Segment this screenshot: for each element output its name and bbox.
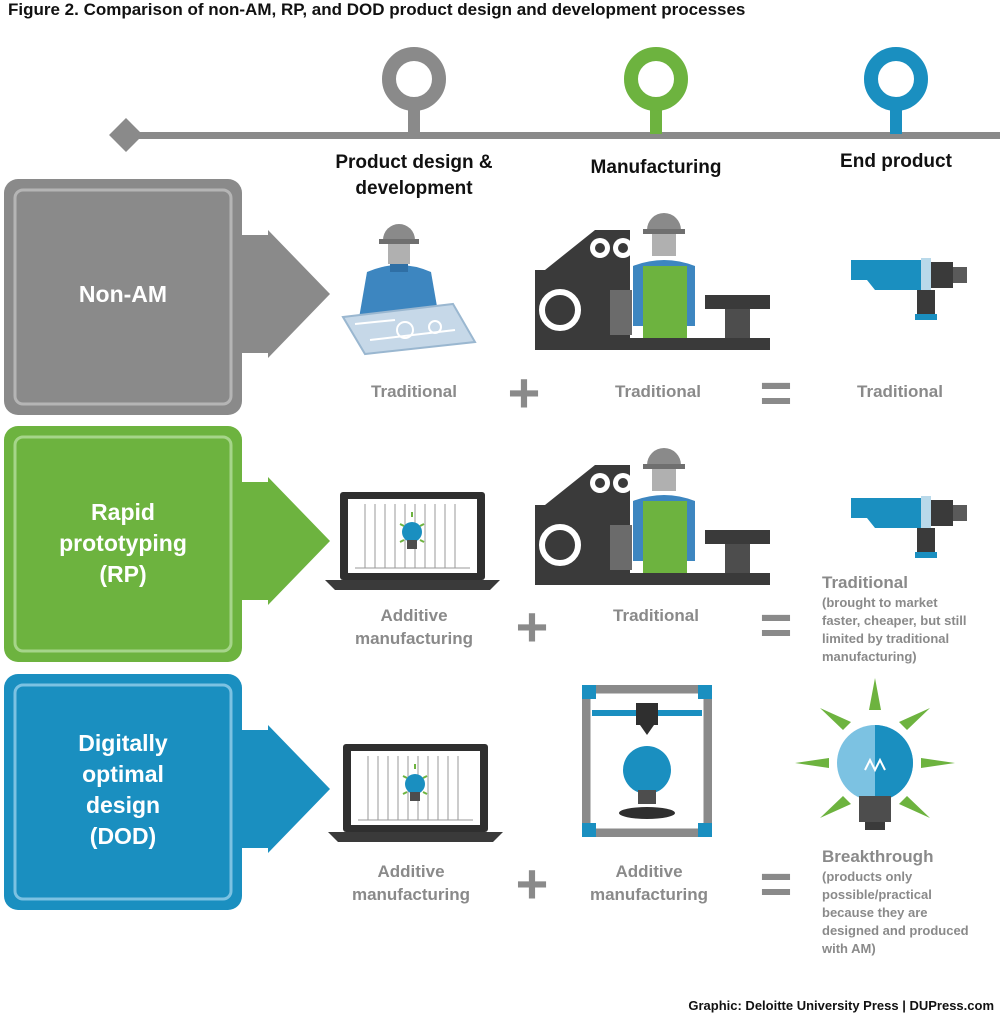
column-header-manufacturing: Manufacturing — [590, 157, 722, 178]
equals-sign-dod: = — [759, 852, 793, 915]
timeline-line — [130, 132, 1000, 139]
laptop-design-icon-dod — [328, 744, 503, 842]
plus-sign-non-am: + — [507, 361, 541, 424]
column-header-design: Product design & development — [335, 152, 493, 199]
equals-sign-rp: = — [759, 593, 793, 656]
column-header-end-product: End product — [840, 151, 952, 172]
row-label-non-am: Non-AM — [78, 281, 168, 307]
timeline — [109, 47, 1000, 152]
drill-icon-rp — [851, 496, 967, 558]
timeline-marker-manufacturing — [624, 47, 688, 134]
timeline-marker-design — [382, 47, 446, 134]
3d-printer-icon — [582, 685, 712, 837]
factory-worker-machine-icon-rp — [535, 448, 770, 585]
row-label-dod: Digitally optimal design (DOD) — [78, 730, 168, 849]
label-non-am-design: Traditional — [371, 382, 457, 401]
drill-icon — [851, 258, 967, 320]
label-non-am-end-product: Traditional — [857, 382, 943, 401]
laptop-design-icon — [325, 492, 500, 590]
row-box-non-am — [4, 179, 330, 415]
timeline-marker-end-product — [864, 47, 928, 134]
equals-sign-non-am: = — [759, 361, 793, 424]
note-rp-end-product: (brought to market faster, cheaper, but … — [822, 595, 967, 664]
note-dod-end-product: (products only possible/practical becaus… — [822, 869, 969, 956]
factory-worker-machine-icon — [535, 213, 770, 350]
plus-sign-rp: + — [515, 595, 549, 658]
credit-line: Graphic: Deloitte University Press | DUP… — [688, 998, 994, 1013]
label-rp-design: Additive manufacturing — [354, 606, 474, 648]
engineer-blueprint-icon — [341, 224, 477, 356]
label-rp-end-product: Traditional — [822, 573, 908, 592]
timeline-start-diamond — [109, 118, 143, 152]
light-bulb-icon — [795, 678, 955, 830]
label-rp-manufacturing: Traditional — [613, 606, 699, 625]
row-box-dod — [4, 674, 330, 910]
row-box-rp — [4, 426, 330, 662]
label-dod-manufacturing: Additive manufacturing — [589, 862, 709, 904]
figure-title: Figure 2. Comparison of non-AM, RP, and … — [8, 0, 746, 19]
label-non-am-manufacturing: Traditional — [615, 382, 701, 401]
label-dod-design: Additive manufacturing — [351, 862, 471, 904]
row-label-rp: Rapid prototyping (RP) — [59, 499, 187, 587]
plus-sign-dod: + — [515, 852, 549, 915]
label-dod-end-product: Breakthrough — [822, 847, 934, 866]
